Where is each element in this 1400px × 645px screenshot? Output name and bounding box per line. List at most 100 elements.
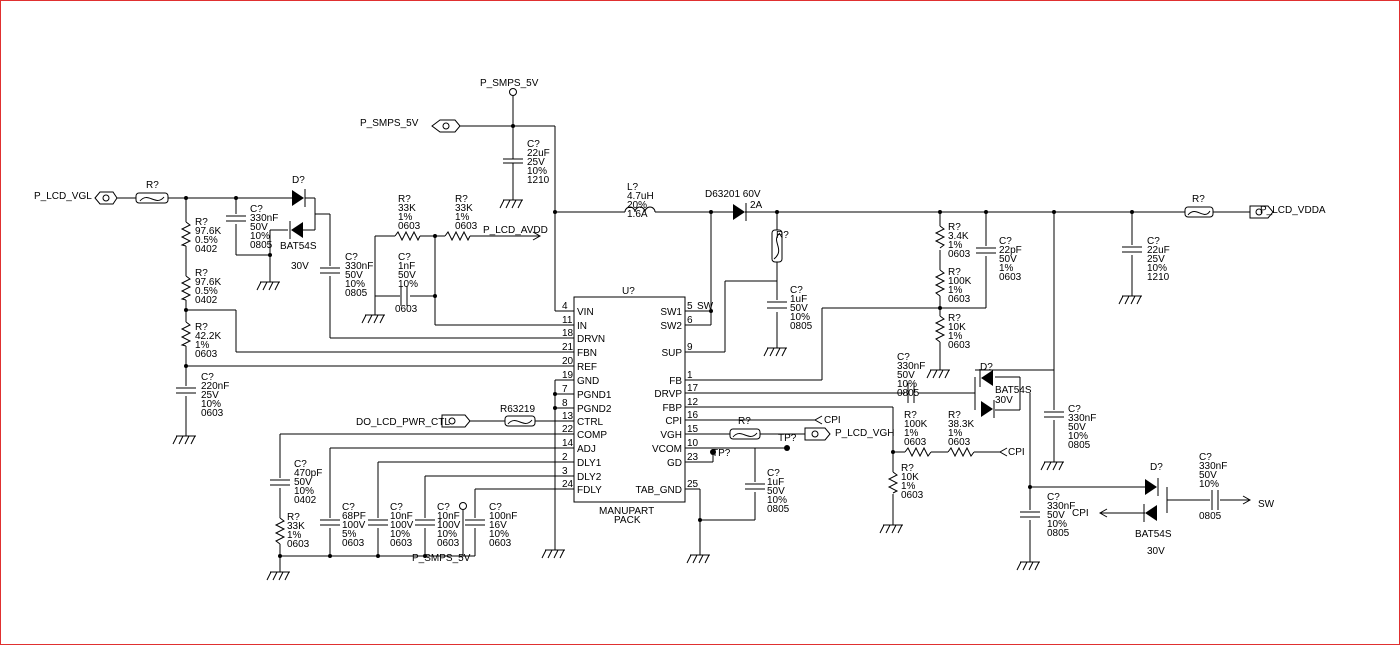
ic-pin-name-left: DRVN xyxy=(577,334,605,345)
p-lcd-vdda-label: P_LCD_VDDA xyxy=(1260,205,1326,216)
label-r-fb1-line: R? xyxy=(948,222,961,233)
bat54s-vgl xyxy=(289,189,316,239)
label-r-fbp3-line: 0603 xyxy=(901,490,924,501)
components xyxy=(135,150,1219,545)
ic-pin-name-right: VGH xyxy=(660,430,682,441)
label-c-10nf-a-line: 0603 xyxy=(390,538,413,549)
diode-main xyxy=(733,203,747,221)
p-smps-5v-bottom-symbol xyxy=(459,502,467,510)
label-inductor-line: L? xyxy=(627,182,639,193)
label-c-vcom-line: 10% xyxy=(767,495,787,506)
label-r-avdd1-line: 1% xyxy=(398,212,413,223)
cpi-label-3: CPI xyxy=(1072,508,1089,519)
label-r-avdd2-line: 33K xyxy=(455,203,473,214)
label-r-fb3-line: 0603 xyxy=(948,340,971,351)
ic-pin-num-right: 15 xyxy=(687,424,699,435)
label-c-68pf-line: 5% xyxy=(342,529,357,540)
label-bat-vgh-v: 30V xyxy=(995,395,1013,406)
ic-pin-name-left: REF xyxy=(577,362,597,373)
capacitor-drvn xyxy=(320,267,340,274)
label-c-vcom-line: C? xyxy=(767,468,780,479)
label-bat-cpi-v: 30V xyxy=(1147,546,1165,557)
ic-pin-name-left: FBN xyxy=(577,348,597,359)
label-c-10nf-b-line: C? xyxy=(437,502,450,513)
label-c-vcom-line: 1uF xyxy=(767,477,784,488)
ground-icon xyxy=(1040,461,1064,471)
ic-pin-name-right: GD xyxy=(667,458,682,469)
label-inductor-line: 1.6A xyxy=(627,209,648,220)
resistor-r1 xyxy=(180,221,192,247)
p-lcd-vgh-label: P_LCD_VGH xyxy=(835,428,894,439)
label-d-vgl: D? xyxy=(292,175,305,186)
ic-pin-name-left: CTRL xyxy=(577,417,604,428)
ic-pin-num-left: 2 xyxy=(562,452,568,463)
ground-icon xyxy=(763,347,787,357)
label-r-avdd2-line: R? xyxy=(455,194,468,205)
label-c-100nf-line: 10% xyxy=(489,529,509,540)
label-c-ref-line: 25V xyxy=(201,390,219,401)
label-c-1nf-line: C? xyxy=(398,252,411,263)
label-r-fb3-line: R? xyxy=(948,313,961,324)
ground-icon xyxy=(541,549,565,559)
label-c-10nf-a-line: C? xyxy=(390,502,403,513)
label-r-fbp2-line: 0603 xyxy=(948,437,971,448)
ic-pin-num-left: 13 xyxy=(562,411,574,422)
resistor-r3 xyxy=(180,321,192,347)
label-c-vgl-line: 10% xyxy=(250,231,270,242)
bat54s-vgh xyxy=(979,369,995,418)
label-c-10nf-b-line: 10nF xyxy=(437,511,460,522)
label-c-in-line: C? xyxy=(527,139,540,150)
label-tp2: TP? xyxy=(778,433,797,444)
label-r-fb1-line: 3.4K xyxy=(948,231,969,242)
label-r-fbp3-line: 10K xyxy=(901,472,919,483)
resistor-fb1 xyxy=(934,225,946,249)
label-c-10nf-b-line: 100V xyxy=(437,520,461,531)
label-c-comp-line: 50V xyxy=(294,477,312,488)
label-c-ref-line: 0603 xyxy=(201,408,224,419)
label-c-vgh-out-line: 0805 xyxy=(1068,440,1091,451)
ic-pin-num-left: 8 xyxy=(562,398,568,409)
label-inductor-line: 20% xyxy=(627,200,647,211)
ic-left-pins: 4VIN11IN18DRVN21FBN20REF19GND7PGND18PGND… xyxy=(555,301,612,496)
ic-pin-num-right: 10 xyxy=(687,438,699,449)
label-r3-line: 42.2K xyxy=(195,331,221,342)
ic-pin-name-right: VCOM xyxy=(652,444,682,455)
label-c-sup-line: 50V xyxy=(790,303,808,314)
label-r-avdd2-line: 0603 xyxy=(455,221,478,232)
label-r-fb3-line: 10K xyxy=(948,322,966,333)
label-inductor-line: 4.7uH xyxy=(627,191,654,202)
ground-icon xyxy=(361,314,385,324)
label-c-comp-line: 470pF xyxy=(294,468,322,479)
component-labels: R? D? BAT54S 30V R? R? D? BAT54S 30V R63… xyxy=(146,139,1227,557)
label-c-22pf-line: 50V xyxy=(999,254,1017,265)
sw-label: SW xyxy=(1258,499,1275,510)
resistor-fbp3 xyxy=(887,471,899,494)
label-c-out-line: 25V xyxy=(1147,254,1165,265)
label-c-vgl-line: 50V xyxy=(250,222,268,233)
ic-pin-num-left: 7 xyxy=(562,384,568,395)
capacitor-cpi xyxy=(1020,511,1040,518)
ic-ref: U? xyxy=(622,286,635,297)
ic-pin-name-left: DLY2 xyxy=(577,472,602,483)
label-c-drvp-line: 0805 xyxy=(897,388,920,399)
label-c-sup-line: 0805 xyxy=(790,321,813,332)
ic-u: U? MANUPART PACK 4VIN11IN18DRVN21FBN20RE… xyxy=(555,286,714,526)
label-r-fb3-line: 1% xyxy=(948,331,963,342)
label-r-fb2-line: R? xyxy=(948,267,961,278)
label-r-fb1-line: 1% xyxy=(948,240,963,251)
label-r-fbp2-line: R? xyxy=(948,410,961,421)
p-smps-5v-top-label: P_SMPS_5V xyxy=(480,78,539,89)
net-labels: P_SMPS_5V P_SMPS_5V P_LCD_VGL P_LCD_AVDD… xyxy=(34,78,1326,564)
do-lcd-pwr-ctl-label: DO_LCD_PWR_CTL xyxy=(356,417,450,428)
ic-pin-num-left: 20 xyxy=(562,356,574,367)
label-c-drvp-line: 50V xyxy=(897,370,915,381)
label-r-comp-line: 33K xyxy=(287,521,305,532)
label-diode-main-2: 2A xyxy=(750,200,763,211)
resistor-fbp2 xyxy=(947,446,975,458)
label-c-vcom-line: 0805 xyxy=(767,504,790,515)
resistor-snubber xyxy=(771,229,783,263)
ground-icon xyxy=(1016,561,1040,571)
label-c-in-line: 22uF xyxy=(527,148,550,159)
do-lcd-pwr-ctl-port-symbol xyxy=(441,414,471,428)
ic-pin-name-left: GND xyxy=(577,376,599,387)
